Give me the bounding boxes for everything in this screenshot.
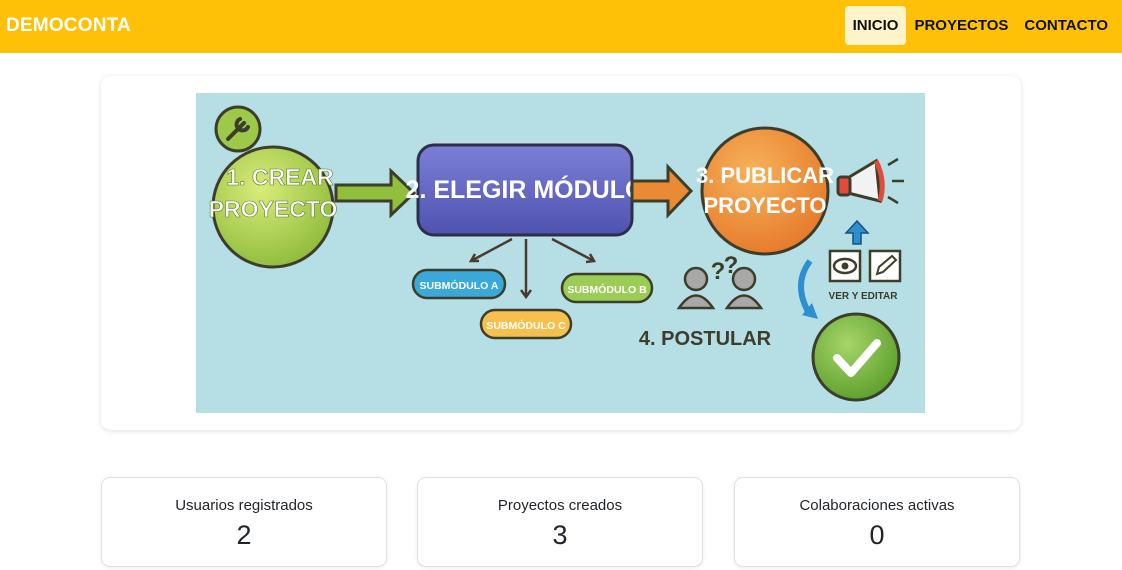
hero-card: 1. CREAR PROYECTO 2. ELEGIR MÓDULO SUBMÓ… [101, 76, 1021, 430]
main-nav: INICIO PROYECTOS CONTACTO [844, 6, 1122, 45]
workflow-illustration: 1. CREAR PROYECTO 2. ELEGIR MÓDULO SUBMÓ… [196, 93, 925, 413]
submodule-a-pill [411, 268, 507, 300]
svg-text:?: ? [724, 252, 739, 279]
stat-value: 3 [552, 520, 568, 550]
curved-arrow-icon [798, 259, 813, 317]
submodule-c-pill [479, 308, 573, 340]
eye-icon [828, 249, 862, 283]
navbar: DEMOCONTA INICIO PROYECTOS CONTACTO [0, 0, 1122, 53]
submodule-b-label: SUBMÓDULO B [567, 283, 647, 296]
step3-line2: PROYECTO [703, 193, 826, 218]
stat-value: 0 [869, 520, 885, 550]
arrow-up-icon [844, 219, 870, 245]
stat-card-projects: Proyectos creados 3 [417, 477, 703, 567]
stat-label: Usuarios registrados [175, 497, 313, 514]
branch-arrows-icon [468, 237, 597, 300]
nav-link-contacto[interactable]: CONTACTO [1024, 17, 1108, 34]
nav-link-inicio[interactable]: INICIO [844, 6, 907, 45]
stat-card-collaborations: Colaboraciones activas 0 [734, 477, 1020, 567]
submodule-b-pill [560, 272, 654, 304]
stat-label: Colaboraciones activas [799, 497, 955, 514]
step2-label: 2. ELEGIR MÓDULO [406, 174, 645, 204]
step1-line1: 1. CREAR [226, 164, 334, 190]
step1-circle [211, 145, 335, 269]
submodule-c-label: SUBMÓDULO C [486, 319, 566, 332]
arrow-right-icon [334, 167, 417, 219]
brand-logo[interactable]: DEMOCONTA [6, 15, 131, 36]
step1-line2: PROYECTO [209, 196, 338, 222]
check-icon [811, 312, 901, 402]
stat-value: 2 [236, 520, 252, 550]
step3-circle [700, 126, 830, 256]
svg-text:?: ? [711, 258, 726, 285]
megaphone-icon [836, 157, 904, 205]
step3-line1: 3. PUBLICAR [696, 163, 834, 188]
nav-link-proyectos[interactable]: PROYECTOS [914, 17, 1009, 34]
stat-card-users: Usuarios registrados 2 [101, 477, 387, 567]
pencil-icon [868, 249, 902, 283]
step4-label: 4. POSTULAR [639, 328, 772, 350]
users-question-icon: ? ? [676, 252, 764, 310]
stat-label: Proyectos creados [497, 497, 623, 514]
wrench-icon [214, 105, 262, 153]
arrow-right-icon [630, 163, 694, 219]
submodule-a-label: SUBMÓDULO A [420, 279, 499, 292]
view-edit-label: VER Y EDITAR [829, 291, 899, 302]
